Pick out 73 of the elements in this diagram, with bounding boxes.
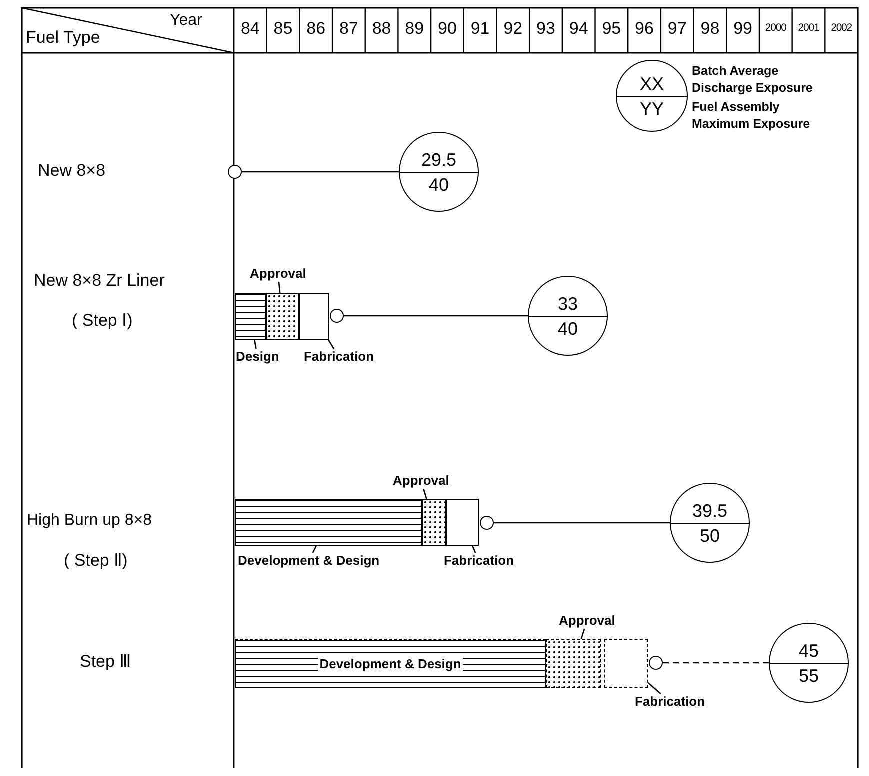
phase-label: Approval (559, 613, 616, 629)
year-label: 96 (634, 19, 655, 39)
phase-label: Fabrication (635, 694, 706, 710)
leader-line (423, 488, 428, 500)
phase-label: Fabrication (444, 553, 514, 569)
phase-label: Design (236, 349, 280, 365)
year-label: 95 (601, 19, 622, 39)
fuel-type-label: High Burn up 8×8 (27, 512, 152, 530)
year-label: 2001 (797, 22, 820, 34)
timeline-connector (494, 522, 670, 524)
approval-phase-bar (266, 293, 299, 340)
year-label: 89 (404, 19, 426, 39)
development-phase-bar (235, 499, 422, 546)
exposure-value: 55 (798, 664, 820, 688)
development-phase-bar (235, 639, 546, 688)
year-label: 2002 (830, 22, 854, 34)
fuel-type-label: ( Step Ⅱ) (64, 550, 128, 571)
leader-line (328, 340, 335, 350)
fabrication-phase-bar (299, 293, 329, 340)
milestone-circle (228, 165, 242, 179)
leader-line (312, 546, 318, 554)
approval-phase-bar (546, 639, 601, 688)
year-label: 90 (437, 19, 458, 39)
leader-line (278, 282, 281, 294)
year-label: 84 (240, 19, 261, 39)
leader-line (472, 546, 476, 554)
year-label: 97 (666, 19, 688, 39)
leader-line (648, 682, 662, 694)
bar-label: Development & Design (318, 656, 464, 671)
fuel-type-label: ( Step Ⅰ) (72, 310, 133, 331)
fuel-type-label: New 8×8 (38, 161, 106, 181)
year-label: 92 (502, 19, 524, 39)
column-heading: Year (170, 12, 202, 30)
milestone-circle (649, 656, 663, 670)
year-label: 85 (272, 19, 294, 39)
phase-label: Approval (250, 266, 306, 282)
exposure-value: 29.5 (421, 148, 457, 172)
fabrication-phase-bar (446, 499, 479, 546)
timeline-connector (344, 315, 528, 317)
timeline-connector (663, 662, 769, 664)
legend-symbol-text: YY (640, 98, 664, 120)
year-label: 94 (568, 19, 590, 39)
fuel-type-label: Step Ⅲ (80, 651, 132, 672)
approval-phase-bar (422, 499, 446, 546)
year-label: 93 (536, 19, 556, 39)
year-label: 88 (371, 19, 392, 39)
year-label: 99 (732, 19, 754, 39)
leader-line (254, 340, 257, 350)
exposure-value: 50 (700, 524, 720, 548)
year-label: 91 (470, 19, 491, 39)
year-label: 86 (306, 19, 327, 39)
row-heading: Fuel Type (26, 28, 100, 48)
exposure-value: 45 (798, 640, 820, 662)
legend-symbol-text: XX (640, 72, 664, 96)
year-label: 98 (700, 19, 721, 39)
exposure-value: 39.5 (692, 500, 728, 522)
phase-label: Development & Design (238, 553, 380, 569)
development-phase-bar (235, 293, 266, 340)
milestone-circle (480, 516, 494, 530)
exposure-value: 33 (558, 292, 578, 316)
fuel-type-label: New 8×8 Zr Liner (34, 271, 165, 291)
fabrication-phase-bar (604, 639, 648, 688)
milestone-circle (330, 309, 344, 323)
year-label: 2000 (764, 22, 788, 34)
legend-text: Batch Average Discharge Exposure (692, 63, 814, 97)
exposure-value: 40 (558, 318, 578, 340)
year-label: 87 (338, 19, 360, 39)
leader-line (580, 628, 586, 640)
phase-label: Approval (393, 473, 450, 489)
legend-text: Fuel Assembly Maximum Exposure (692, 99, 812, 133)
exposure-value: 40 (428, 174, 450, 196)
timeline-connector (242, 171, 399, 173)
phase-label: Fabrication (304, 349, 374, 365)
